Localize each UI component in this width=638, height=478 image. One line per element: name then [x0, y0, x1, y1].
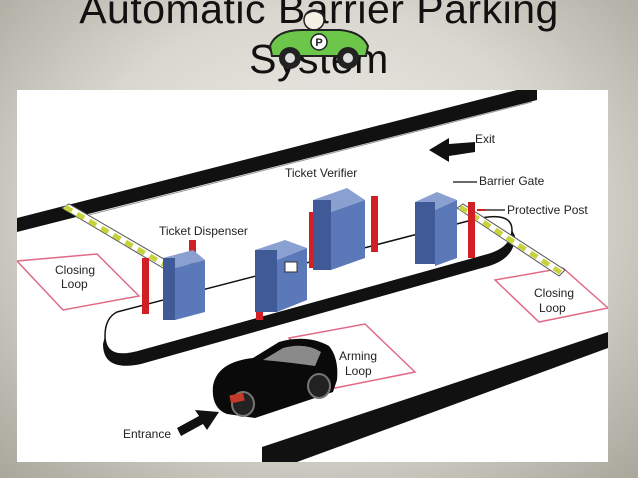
- protective-post-5: [371, 196, 378, 252]
- label-closing-loop-left-2: Loop: [61, 277, 88, 291]
- closing-loop-right: [493, 267, 608, 323]
- entry-barrier-arm: [61, 203, 170, 269]
- ticket-verifier-kiosk: [313, 188, 365, 270]
- label-arming-loop-1: Arming: [339, 349, 377, 363]
- far-road-edge: [76, 101, 533, 219]
- car-illustration: [212, 338, 338, 418]
- label-arming-loop-2: Loop: [345, 364, 372, 378]
- label-ticket-dispenser: Ticket Dispenser: [159, 224, 248, 238]
- island-curb: [103, 230, 515, 366]
- protective-post-1: [142, 258, 149, 314]
- label-closing-loop-right-2: Loop: [539, 301, 566, 315]
- entrance-arrow-icon: [177, 410, 219, 436]
- near-road-curb: [262, 332, 608, 462]
- label-closing-loop-right-1: Closing: [534, 286, 574, 300]
- label-ticket-verifier: Ticket Verifier: [285, 166, 357, 180]
- logo-badge-text: P: [315, 37, 322, 49]
- protective-post-4: [309, 212, 316, 268]
- label-closing-loop-left-1: Closing: [55, 263, 95, 277]
- green-race-car-icon: P: [268, 9, 370, 69]
- far-road-curb: [17, 90, 537, 232]
- entry-barrier-gate-kiosk: [163, 250, 205, 320]
- parking-system-diagram: Exit Barrier Gate Protective Post Ticket…: [17, 90, 608, 462]
- logo-badge: [310, 33, 328, 51]
- ticket-dispenser-kiosk: [255, 240, 307, 312]
- label-protective-post: Protective Post: [507, 203, 588, 217]
- closing-loop-left: [17, 253, 141, 311]
- protective-post-6: [468, 202, 475, 258]
- diagram-svg: Exit Barrier Gate Protective Post Ticket…: [17, 90, 608, 462]
- label-exit: Exit: [475, 132, 496, 146]
- label-barrier-gate: Barrier Gate: [479, 174, 545, 188]
- exit-barrier-arm: [456, 203, 566, 277]
- exit-arrow-icon: [429, 138, 475, 162]
- exit-barrier-gate-kiosk: [415, 192, 457, 266]
- label-entrance: Entrance: [123, 427, 171, 441]
